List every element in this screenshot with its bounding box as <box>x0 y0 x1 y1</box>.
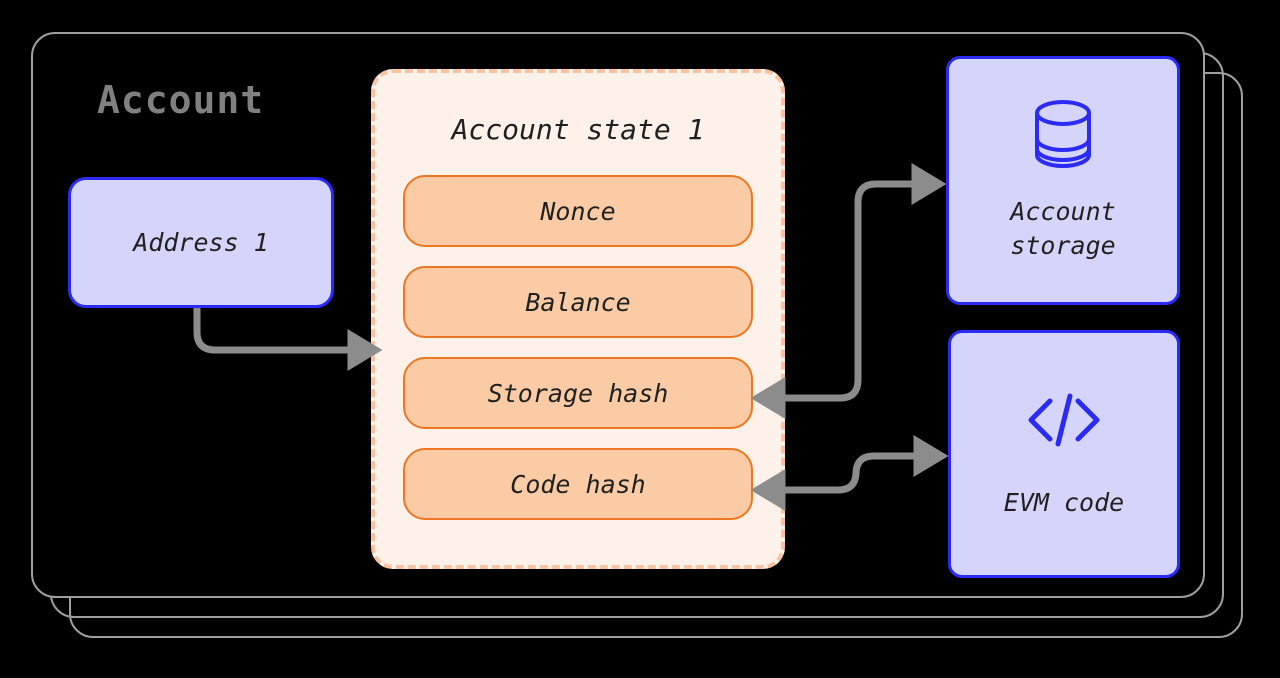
account-storage-node[interactable]: Account storage <box>946 56 1180 305</box>
evm-code-node[interactable]: EVM code <box>948 330 1180 578</box>
evm-code-label-line1: EVM code <box>1003 487 1125 517</box>
account-state-container: Account state 1 Nonce Balance Storage ha… <box>371 69 785 569</box>
field-row-balance[interactable]: Balance <box>403 266 753 338</box>
field-label: Storage hash <box>487 378 669 408</box>
database-icon <box>1032 98 1094 179</box>
field-row-storage-hash[interactable]: Storage hash <box>403 357 753 429</box>
account-title: Account <box>97 78 265 122</box>
account-state-field-list: Nonce Balance Storage hash Code hash <box>403 175 753 539</box>
account-storage-label-line2: storage <box>1010 230 1116 260</box>
field-label: Nonce <box>540 196 616 226</box>
account-state-title: Account state 1 <box>451 113 705 146</box>
field-label: Code hash <box>510 469 646 499</box>
address-node-label: Address 1 <box>133 227 269 257</box>
field-row-nonce[interactable]: Nonce <box>403 175 753 247</box>
code-brackets-icon <box>1024 389 1104 460</box>
field-label: Balance <box>525 287 631 317</box>
field-row-code-hash[interactable]: Code hash <box>403 448 753 520</box>
account-storage-label-line1: Account <box>1010 197 1116 227</box>
address-node[interactable]: Address 1 <box>68 177 334 308</box>
